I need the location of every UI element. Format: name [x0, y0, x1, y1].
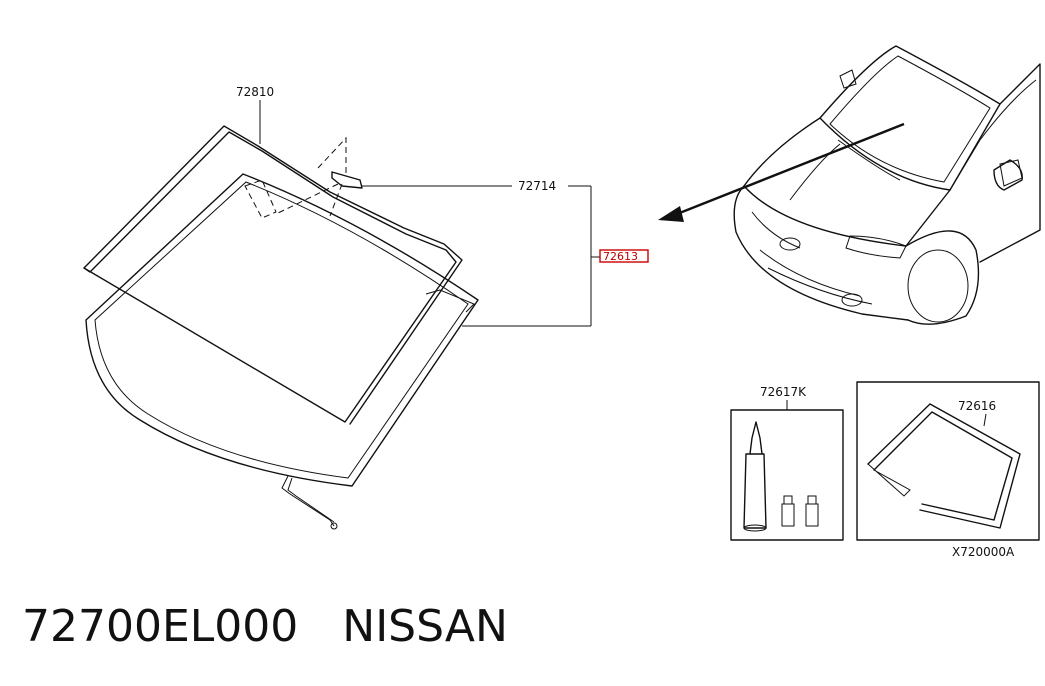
sealant-kit-panel: 72617K — [730, 385, 844, 541]
part-number: 72700EL000 — [22, 600, 299, 652]
brand-name: NISSAN — [342, 600, 508, 652]
heater-wire-harness — [281, 475, 338, 530]
highlight-box — [599, 249, 649, 263]
callout-72617k: 72617K — [760, 385, 807, 399]
callout-72714: 72714 — [518, 179, 556, 193]
windshield-molding — [83, 125, 463, 425]
callout-72613[interactable]: 72613 — [603, 250, 638, 263]
windshield-glass — [85, 173, 479, 487]
direction-arrow — [658, 122, 905, 222]
leader-lines — [259, 100, 600, 327]
vehicle-illustration — [733, 45, 1041, 325]
footer: 72700EL000 NISSAN — [22, 596, 508, 656]
callout-72616: 72616 — [958, 399, 996, 413]
figure-code: X720000A — [952, 545, 1015, 559]
mirror-base — [275, 136, 363, 217]
callout-72810: 72810 — [236, 85, 274, 99]
dam-rubber-panel: 72616 — [856, 381, 1040, 541]
